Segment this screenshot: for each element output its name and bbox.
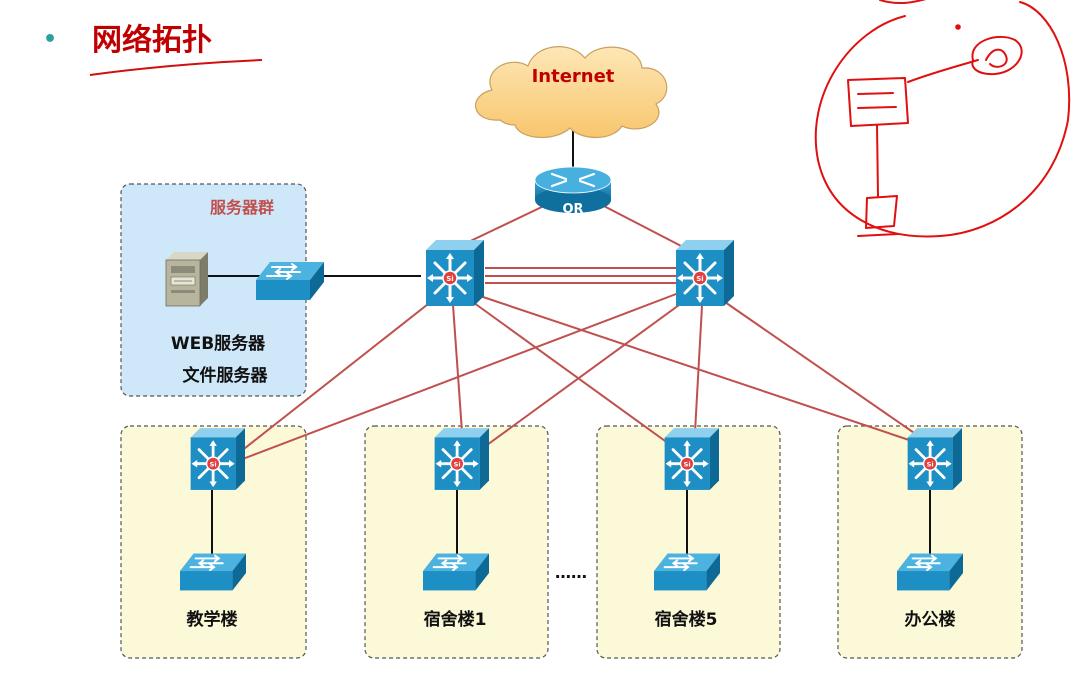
- building-label-dorm5: 宿舍楼5: [655, 609, 718, 630]
- l3-switch-icon: [189, 428, 245, 490]
- link-core1-b1: [239, 296, 438, 453]
- l2-switch-icon: [256, 262, 324, 300]
- l2-switch-icon: [654, 553, 720, 591]
- building-box-teaching: [120, 425, 307, 659]
- slide-title: 网络拓扑: [92, 23, 212, 58]
- internet-label: Internet: [532, 66, 615, 87]
- l2-switch-icon: [897, 553, 963, 591]
- link-core1-b3: [469, 299, 673, 447]
- l3-switch-icon: [674, 240, 734, 306]
- building-label-teaching: 教学楼: [186, 609, 238, 630]
- title-underline-stroke: [89, 59, 263, 76]
- server-label-file: 文件服务器: [183, 365, 269, 386]
- server-icon: [165, 252, 208, 307]
- red-links: [239, 203, 921, 461]
- l2-switch-icon: [180, 553, 246, 591]
- l3-switch-icon: [433, 428, 489, 490]
- link-core2-b1: [239, 290, 685, 461]
- router-label: OR: [562, 202, 583, 217]
- handwritten-annotation: [814, 0, 1071, 238]
- link-router-core1: [459, 203, 549, 247]
- cloud-icon: [475, 46, 668, 139]
- server-label-web: WEB服务器: [171, 333, 266, 354]
- ellipsis-more-buildings: ……: [555, 563, 587, 582]
- link-core1-b2: [452, 304, 463, 433]
- building-label-dorm1: 宿舍楼1: [424, 609, 487, 630]
- router-icon: [534, 166, 612, 213]
- l2-switch-icon: [423, 553, 489, 591]
- l3-switch-icon: [663, 428, 719, 490]
- link-core2-b2: [486, 296, 691, 446]
- link-router-core2: [599, 203, 686, 249]
- link-core2-b3: [694, 305, 703, 433]
- server-group-title: 服务器群: [210, 198, 274, 217]
- l3-switch-icon: [906, 428, 962, 490]
- server-group-box: [120, 183, 307, 397]
- black-links: [208, 130, 931, 558]
- building-label-office: 办公楼: [905, 609, 956, 630]
- building-box-dorm5: [596, 425, 781, 659]
- link-core2-b4: [721, 299, 921, 438]
- bullet-point: •: [43, 27, 57, 52]
- l3-switch-icon: [424, 240, 484, 306]
